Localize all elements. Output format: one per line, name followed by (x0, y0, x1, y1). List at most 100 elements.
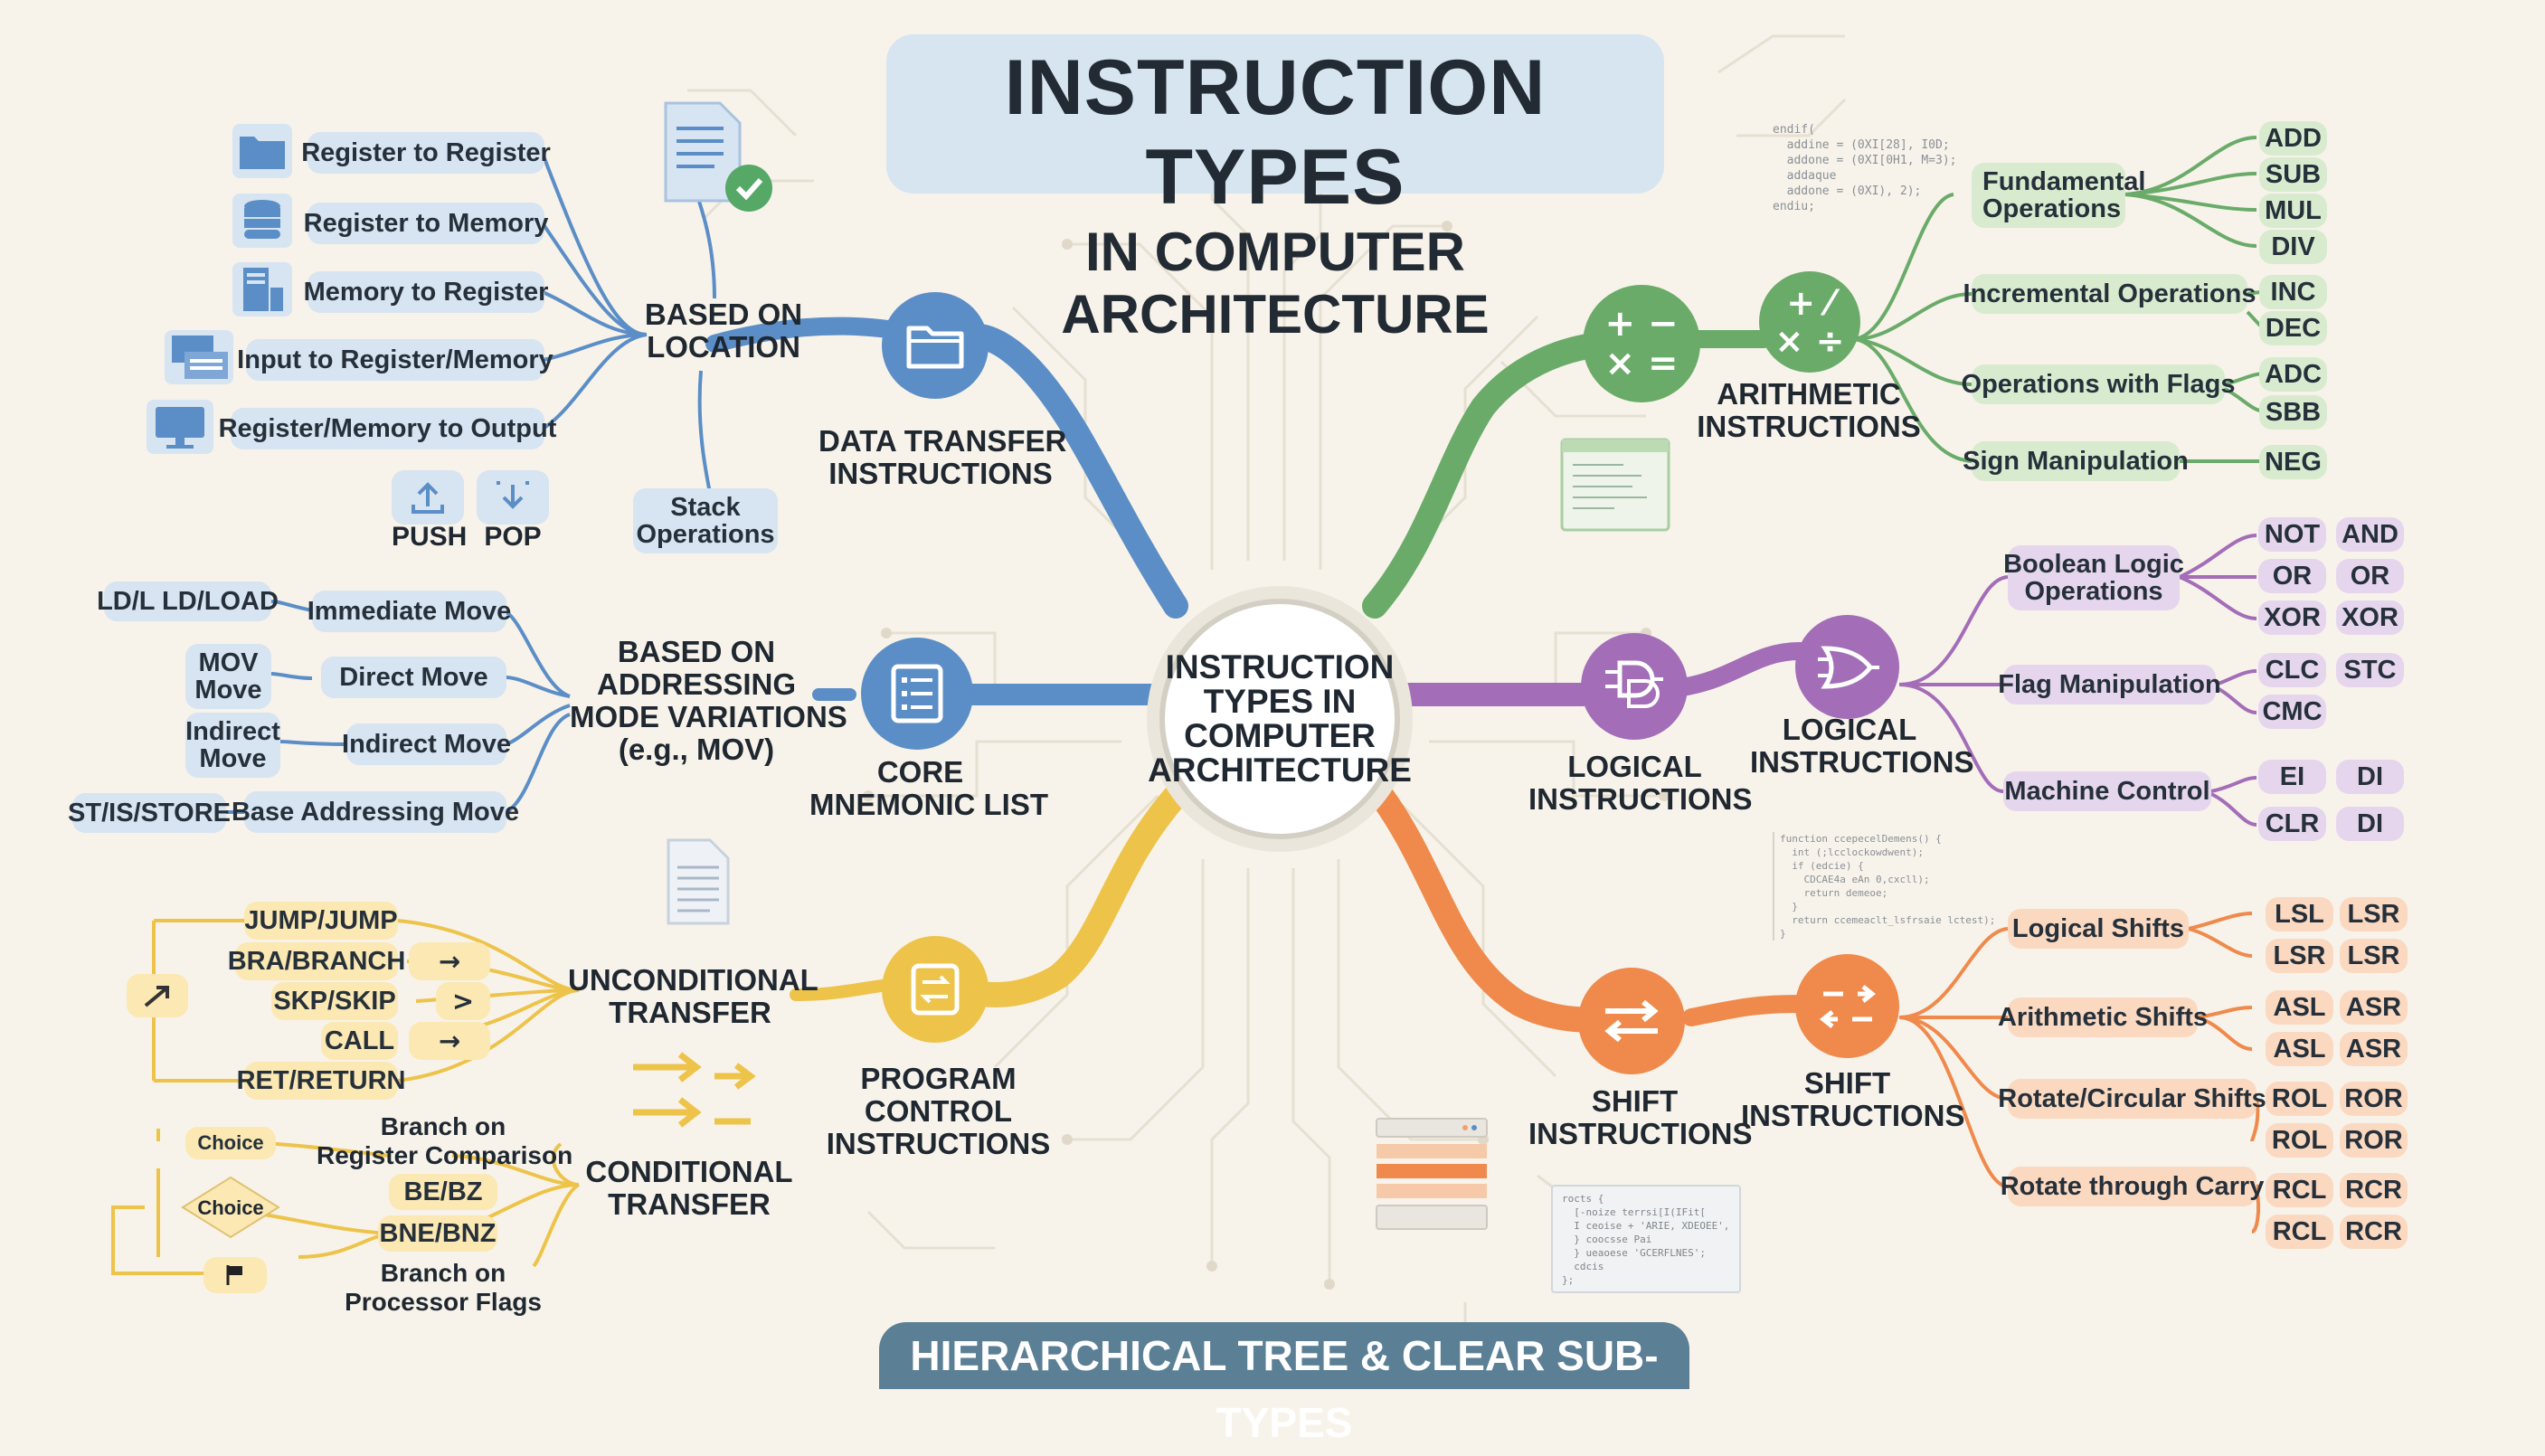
op-tag: NEG (2259, 445, 2327, 479)
op-tag: RCR (2340, 1215, 2408, 1249)
list-icon (891, 664, 943, 723)
op-tag: MUL (2259, 194, 2327, 228)
op-tag: XOR (2258, 600, 2326, 635)
op-tag: SUB (2259, 157, 2327, 192)
program-control-hub (882, 936, 989, 1043)
title-line-1: INSTRUCTION TYPES (1004, 44, 1547, 221)
op-tag: LSR (2340, 939, 2408, 973)
arrow-right-icon: → (409, 942, 490, 980)
choice-box: Choice (185, 1127, 276, 1159)
chevron-right-icon: > (436, 982, 490, 1020)
shift-hub-outer (1795, 954, 1899, 1058)
op-tag: ROL (2266, 1123, 2333, 1158)
bne-bnz-pill: BNE/BNZ (378, 1215, 497, 1252)
op-tag: ROL (2266, 1082, 2333, 1116)
arrow-right-icon: → (409, 1022, 490, 1060)
return-pill: RET/RETURN (237, 1062, 405, 1100)
op-tag: XOR (2336, 600, 2404, 635)
data-transfer-hub (882, 292, 989, 399)
swap-arrows-icon (1604, 999, 1659, 1043)
database-icon (232, 194, 292, 248)
code-snippet: rocts { [-noize terrsi[I(IFit[ I ceoise … (1551, 1185, 1741, 1293)
title-banner: INSTRUCTION TYPES IN COMPUTER ARCHITECTU… (886, 34, 1664, 345)
op-tag: ADC (2259, 357, 2327, 392)
arithmetic-hub-inner: + −× = (1583, 285, 1700, 402)
base-addressing-move-pill: Base Addressing Move (232, 791, 519, 833)
op-tag: ASR (2340, 990, 2408, 1025)
data-transfer-links (217, 135, 716, 814)
title-line-2: IN COMPUTER ARCHITECTURE (1061, 222, 1490, 345)
choice-label: Choice (197, 1196, 264, 1219)
pop-icon (477, 470, 549, 525)
op-tag: ROR (2340, 1082, 2408, 1116)
mnemonic-tag: ST/IS/STORE (68, 793, 231, 833)
call-pill: CALL (321, 1022, 398, 1060)
op-tag: AND (2336, 517, 2404, 552)
core-mnemonic-hub (861, 638, 973, 750)
math-operators-icon: + −× = (1604, 303, 1679, 384)
code-snippet: endif( addine = (0XI[28], I0D; addone = … (1773, 123, 1957, 213)
center-line: TYPES IN (1203, 683, 1357, 720)
decision-diamond (181, 1176, 280, 1239)
op-tag: LSR (2340, 897, 2408, 931)
op-tag: LSR (2266, 939, 2333, 973)
sign-manipulation-pill: Sign Manipulation (1963, 441, 2189, 481)
server-icon (232, 262, 292, 317)
register-to-register-pill: Register to Register (301, 132, 551, 174)
logical-shifts-pill: Logical Shifts (2008, 909, 2189, 949)
op-tag: INC (2259, 275, 2327, 309)
folder-icon (232, 124, 292, 178)
jump-loop-icon (127, 974, 188, 1017)
register-memory-to-output-pill: Register/Memory to Output (219, 408, 556, 449)
arithmetic-shifts-pill: Arithmetic Shifts (1998, 997, 2208, 1037)
footer-banner: HIERARCHICAL TREE & CLEAR SUB-TYPES (879, 1322, 1689, 1446)
op-tag: ROR (2340, 1123, 2408, 1158)
op-tag: SBB (2259, 395, 2327, 430)
logic-gates-icon (1605, 660, 1663, 708)
pop-label: POP (484, 522, 542, 552)
arithmetic-links (1853, 136, 2266, 463)
direct-move-pill: Direct Move (321, 657, 506, 698)
skip-pill: SKP/SKIP (271, 982, 398, 1020)
op-tag: RCR (2340, 1173, 2408, 1207)
push-icon (392, 470, 464, 525)
shift-hub-inner (1578, 968, 1685, 1074)
transfer-arrows-icon (633, 1052, 756, 1128)
monitor-icon (147, 400, 213, 454)
op-tag: ASL (2266, 990, 2333, 1025)
keyboard-icon (165, 330, 233, 384)
immediate-move-pill: Immediate Move (307, 591, 511, 632)
logical-links (1898, 534, 2257, 827)
mind-map: INSTRUCTION TYPES IN COMPUTER ARCHITECTU… (68, 34, 2408, 1446)
push-label: PUSH (392, 522, 468, 552)
input-to-register-memory-pill: Input to Register/Memory (237, 339, 553, 381)
op-tag: ASL (2266, 1032, 2333, 1066)
rotate-circular-shifts-pill: Rotate/Circular Shifts (1998, 1079, 2266, 1119)
op-tag: LSL (2266, 897, 2333, 931)
op-tag: RCL (2266, 1215, 2333, 1249)
be-bz-pill: BE/BZ (389, 1174, 497, 1210)
op-tag: CMC (2258, 695, 2326, 729)
op-tag: DI (2336, 807, 2404, 841)
memory-to-register-pill: Memory to Register (304, 271, 548, 313)
op-tag: CLC (2258, 653, 2326, 687)
folder-icon (906, 326, 964, 369)
flag-icon (203, 1257, 267, 1293)
logical-hub-outer (1795, 615, 1899, 719)
indirect-move-pill: Indirect Move (342, 723, 511, 765)
op-tag: EI (2258, 760, 2326, 794)
branch-pill: BRA/BRANCH (228, 942, 405, 980)
incremental-operations-pill: Incremental Operations (1963, 274, 2256, 314)
machine-control-pill: Machine Control (2003, 771, 2211, 811)
op-tag: ADD (2259, 121, 2327, 156)
document-check-icon (664, 101, 772, 212)
or-gate-icon (1817, 645, 1879, 689)
